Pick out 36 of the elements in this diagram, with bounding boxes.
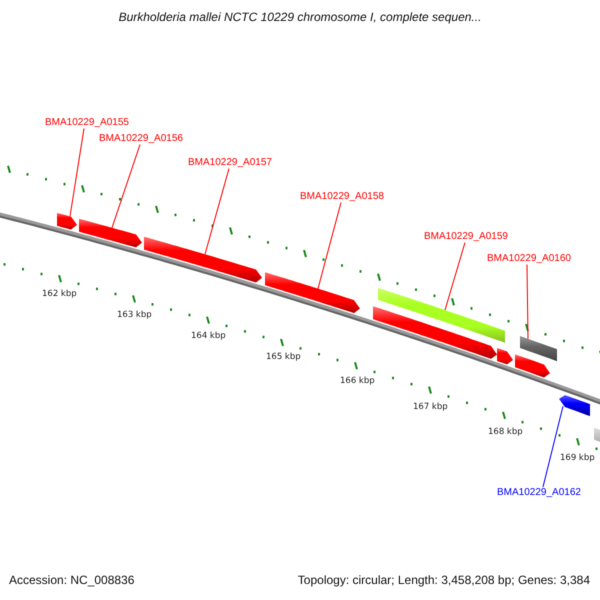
leader-line xyxy=(70,128,84,217)
leader-line xyxy=(112,144,140,228)
gene-feature xyxy=(497,348,513,364)
gene-feature xyxy=(57,212,77,230)
gene-feature xyxy=(79,218,142,248)
sequence-info-text: Topology: circular; Length: 3,458,208 bp; Genes: 3,384 xyxy=(298,574,590,588)
leader-line xyxy=(444,242,466,311)
gene-feature xyxy=(594,428,600,444)
leader-line xyxy=(526,264,528,340)
gene-label: BMA10229_A0157 xyxy=(188,157,272,168)
gene-feature xyxy=(515,354,550,378)
gene-feature xyxy=(520,336,557,362)
leader-line xyxy=(542,406,564,488)
gene-label: BMA10229_A0159 xyxy=(424,231,508,242)
gene-label: BMA10229_A0162 xyxy=(497,487,581,498)
tick-label: 162 kbp xyxy=(42,290,77,300)
tick-label: 169 kbp xyxy=(560,454,595,464)
tick-label: 168 kbp xyxy=(488,428,523,438)
tick-label: 167 kbp xyxy=(413,403,448,413)
tick-label: 165 kbp xyxy=(266,353,301,363)
leader-line xyxy=(318,202,342,290)
leader-line xyxy=(204,168,230,255)
gene-label: BMA10229_A0160 xyxy=(487,253,571,264)
accession-text: Accession: NC_008836 xyxy=(9,574,134,588)
gene-label: BMA10229_A0158 xyxy=(300,191,384,202)
gene-feature xyxy=(373,306,497,359)
gene-feature xyxy=(265,272,360,314)
gene-feature xyxy=(144,236,262,282)
gene-label: BMA10229_A0156 xyxy=(99,133,183,144)
tick-label: 164 kbp xyxy=(191,332,226,342)
gene-feature xyxy=(559,395,590,416)
gene-feature xyxy=(378,288,505,343)
gene-label: BMA10229_A0155 xyxy=(45,117,129,128)
tick-label: 163 kbp xyxy=(117,311,152,321)
title: Burkholderia mallei NCTC 10229 chromosome I, complete sequen... xyxy=(118,11,482,25)
tick-label: 166 kbp xyxy=(340,377,375,387)
